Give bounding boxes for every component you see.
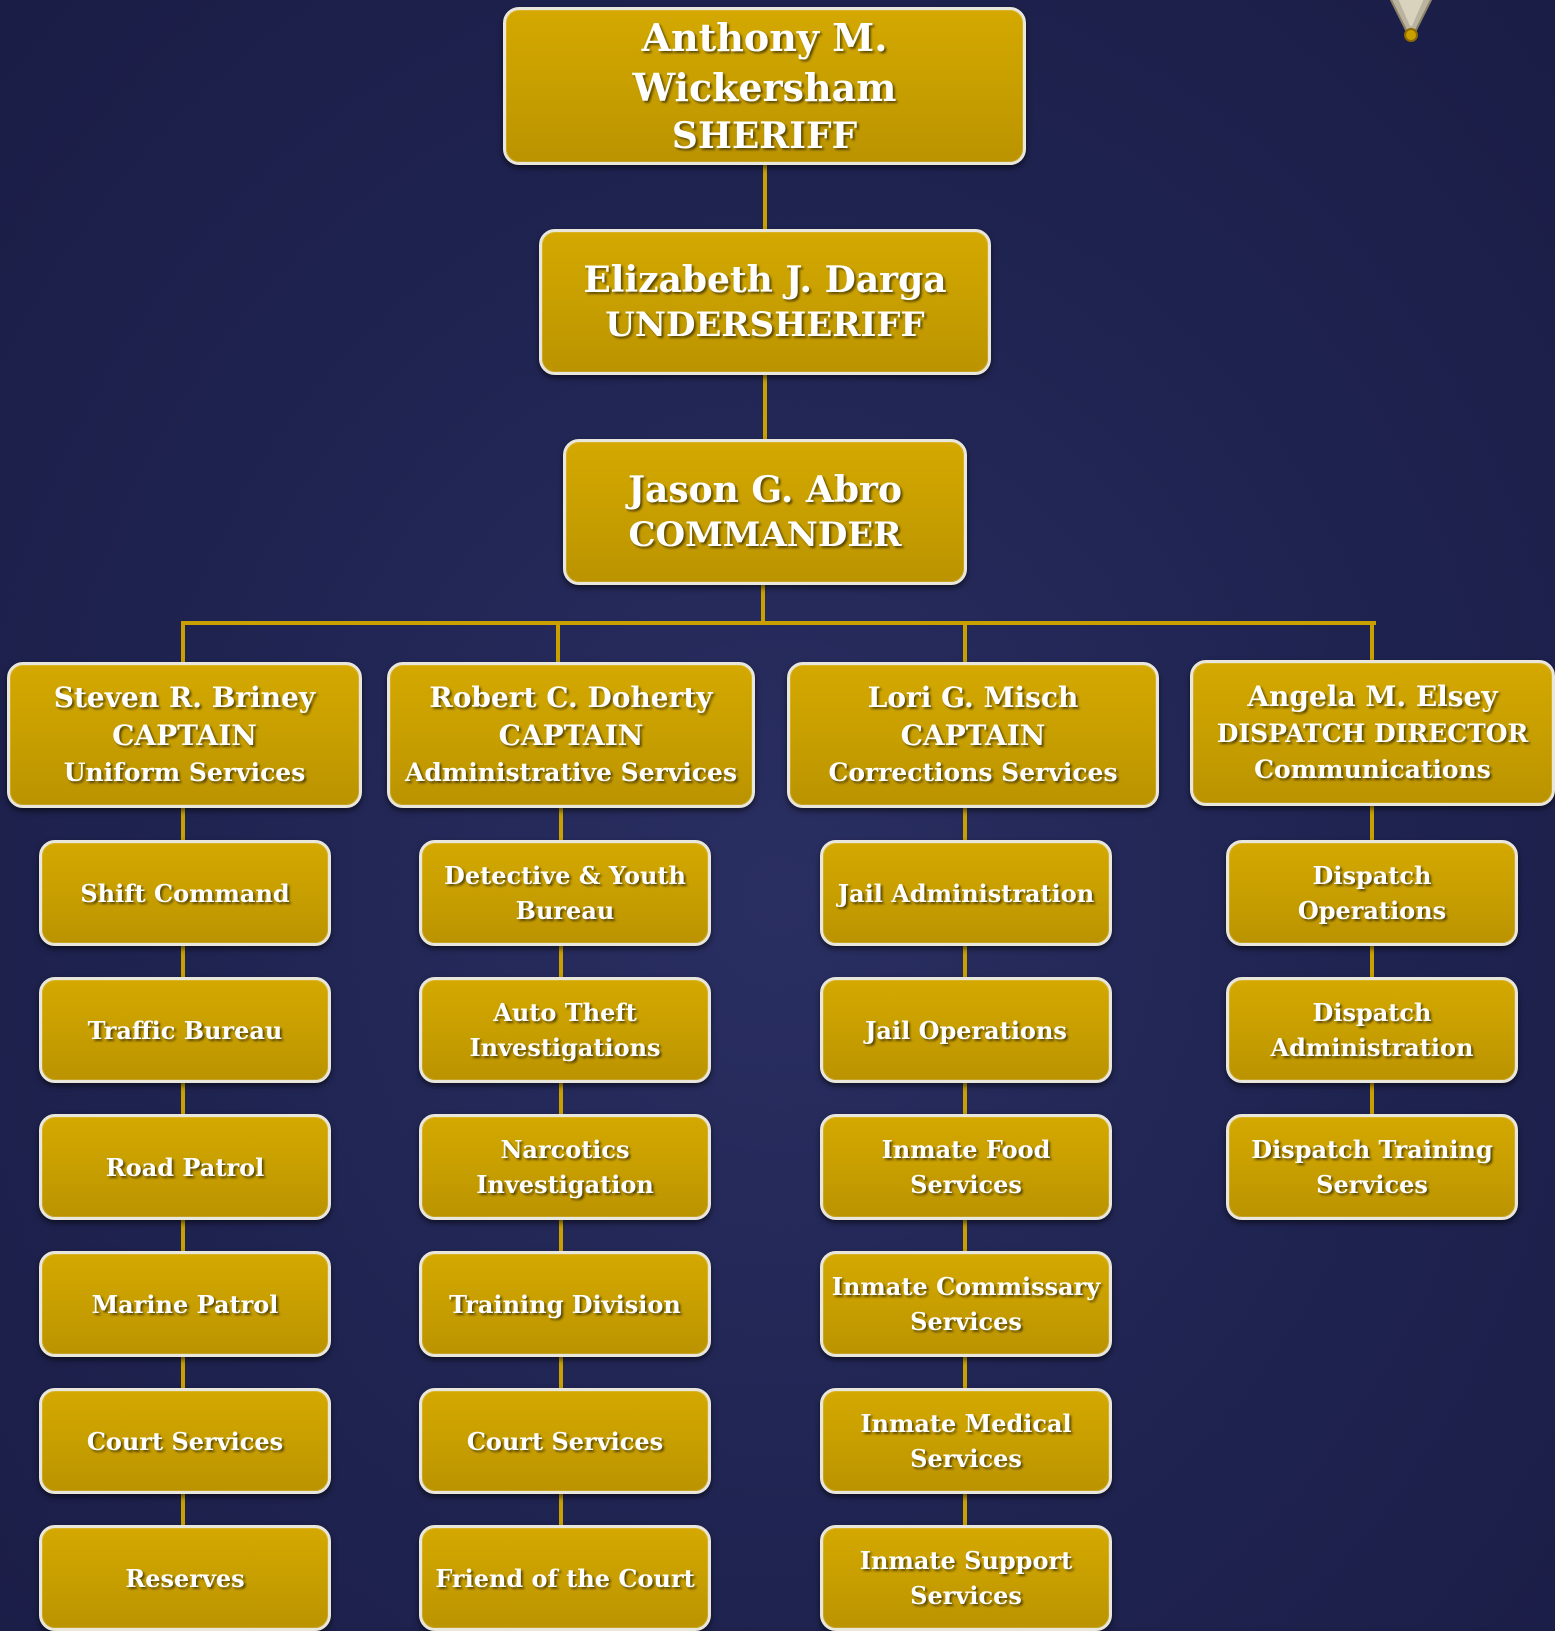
division-head-corrections: Lori G. Misch CAPTAIN Corrections Servic… — [787, 662, 1159, 808]
badge-icon — [1389, 0, 1433, 42]
division-head-admin: Robert C. Doherty CAPTAIN Administrative… — [387, 662, 755, 808]
division-head-title: DISPATCH DIRECTOR — [1216, 719, 1529, 748]
division-head-uniform: Steven R. Briney CAPTAIN Uniform Service… — [7, 662, 362, 808]
division-head-title: CAPTAIN — [498, 719, 644, 752]
undersheriff-box: Elizabeth J. Darga UNDERSHERIFF — [539, 229, 991, 375]
unit-box: Inmate Support Services — [820, 1525, 1112, 1631]
division-head-name: Robert C. Doherty — [429, 681, 713, 714]
commander-box: Jason G. Abro COMMANDER — [563, 439, 967, 585]
unit-box: Jail Administration — [820, 840, 1112, 946]
commander-name: Jason G. Abro — [628, 469, 902, 511]
commander-title: COMMANDER — [628, 515, 902, 555]
spine-communications — [1370, 805, 1374, 1127]
unit-box: Jail Operations — [820, 977, 1112, 1083]
division-head-communications: Angela M. Elsey DISPATCH DIRECTOR Commun… — [1190, 660, 1555, 806]
undersheriff-name: Elizabeth J. Darga — [583, 259, 947, 301]
unit-box: Friend of the Court — [419, 1525, 711, 1631]
unit-box: Shift Command — [39, 840, 331, 946]
unit-box: Training Division — [419, 1251, 711, 1357]
undersheriff-title: UNDERSHERIFF — [605, 305, 925, 345]
division-head-name: Steven R. Briney — [53, 681, 316, 714]
unit-box: Narcotics Investigation — [419, 1114, 711, 1220]
connector-bus-admin — [556, 621, 560, 664]
division-unit-name: Corrections Services — [828, 758, 1118, 787]
connector-bus-uniform — [181, 621, 185, 664]
connector-commander-bus — [761, 583, 765, 623]
sheriff-name: Anthony M. Wickersham — [632, 15, 897, 110]
unit-box: Dispatch Training Services — [1226, 1114, 1518, 1220]
connector-bus-corrections — [963, 621, 967, 664]
unit-box: Inmate Medical Services — [820, 1388, 1112, 1494]
unit-box: Dispatch Operations — [1226, 840, 1518, 946]
division-head-title: CAPTAIN — [900, 719, 1046, 752]
division-bus-line — [181, 621, 1376, 625]
unit-box: Reserves — [39, 1525, 331, 1631]
connector-sheriff-undersheriff — [763, 164, 767, 230]
unit-box: Court Services — [419, 1388, 711, 1494]
unit-box: Marine Patrol — [39, 1251, 331, 1357]
unit-box: Auto Theft Investigations — [419, 977, 711, 1083]
unit-box: Dispatch Administration — [1226, 977, 1518, 1083]
unit-box: Inmate Commissary Services — [820, 1251, 1112, 1357]
division-unit-name: Administrative Services — [404, 758, 738, 787]
division-head-title: CAPTAIN — [112, 719, 257, 752]
unit-box: Detective & Youth Bureau — [419, 840, 711, 946]
unit-box: Road Patrol — [39, 1114, 331, 1220]
connector-undersheriff-commander — [763, 374, 767, 440]
connector-bus-communications — [1370, 621, 1374, 664]
unit-box: Inmate Food Services — [820, 1114, 1112, 1220]
sheriff-title: SHERIFF — [671, 115, 858, 157]
unit-box: Traffic Bureau — [39, 977, 331, 1083]
division-head-name: Angela M. Elsey — [1247, 680, 1498, 713]
unit-box: Court Services — [39, 1388, 331, 1494]
sheriff-box: Anthony M. Wickersham SHERIFF — [503, 7, 1026, 165]
division-unit-name: Communications — [1254, 755, 1491, 784]
division-unit-name: Uniform Services — [63, 758, 306, 787]
division-head-name: Lori G. Misch — [867, 681, 1079, 714]
